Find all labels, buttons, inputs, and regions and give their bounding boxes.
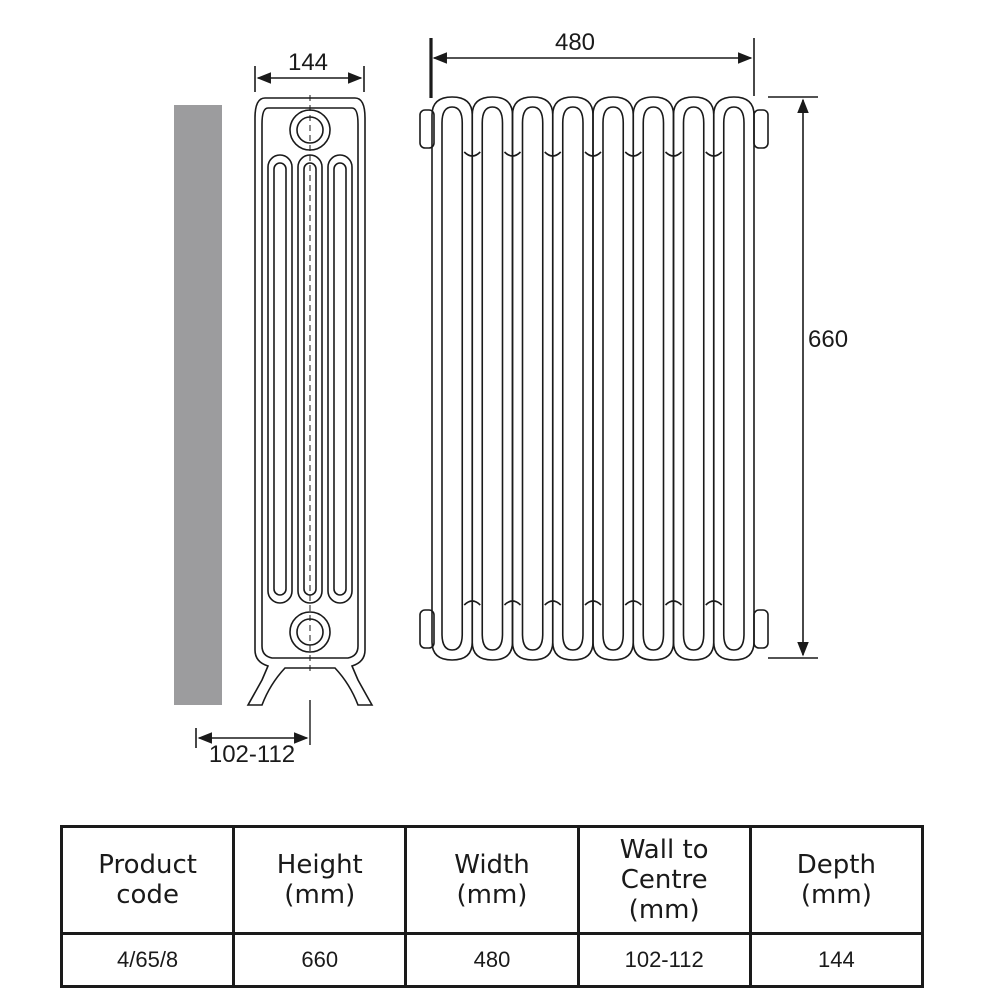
radiator-column xyxy=(592,96,635,661)
radiator-column-inner xyxy=(642,106,665,651)
cell-width: 480 xyxy=(404,932,580,988)
radiator-column xyxy=(431,96,474,661)
radiator-column xyxy=(511,96,554,661)
radiator-column-inner xyxy=(722,106,745,651)
radiator-column-inner xyxy=(561,106,584,651)
header-height: Height (mm) xyxy=(232,825,408,935)
radiator-front-view xyxy=(419,96,769,661)
cell-depth: 144 xyxy=(748,932,925,988)
radiator-column xyxy=(712,96,755,661)
depth-dimension-label: 144 xyxy=(288,49,328,76)
header-width: Width (mm) xyxy=(404,825,580,935)
radiator-technical-drawing: 144 102-112 480 660 xyxy=(174,29,848,768)
radiator-column-inner xyxy=(682,106,705,651)
spec-table-header-row: Product code Height (mm) Width (mm) Wall… xyxy=(59,825,925,935)
wall-to-centre-dimension xyxy=(195,728,309,748)
height-dimension xyxy=(768,96,818,659)
header-depth: Depth (mm) xyxy=(748,825,925,935)
radiator-column-inner xyxy=(602,106,625,651)
radiator-column-inner xyxy=(481,106,504,651)
width-dimension xyxy=(429,38,755,98)
radiator-column xyxy=(551,96,594,661)
cell-height: 660 xyxy=(232,932,408,988)
radiator-column xyxy=(632,96,675,661)
radiator-column xyxy=(471,96,514,661)
width-dimension-label: 480 xyxy=(555,29,595,56)
radiator-side-view xyxy=(246,95,374,745)
spec-table: Product code Height (mm) Width (mm) Wall… xyxy=(59,825,925,988)
depth-dimension xyxy=(254,66,365,92)
wall-panel xyxy=(174,105,222,705)
cell-wall-to-centre: 102-112 xyxy=(576,932,752,988)
radiator-column xyxy=(672,96,715,661)
table-row: 4/65/8 660 480 102-112 144 xyxy=(59,932,925,988)
height-dimension-label: 660 xyxy=(808,326,848,353)
header-wall-to-centre: Wall to Centre (mm) xyxy=(576,825,752,935)
radiator-column-inner xyxy=(441,106,464,651)
radiator-column-inner xyxy=(521,106,544,651)
cell-product-code: 4/65/8 xyxy=(59,932,236,988)
header-product-code: Product code xyxy=(59,825,236,935)
wall-to-centre-label: 102-112 xyxy=(209,741,295,768)
